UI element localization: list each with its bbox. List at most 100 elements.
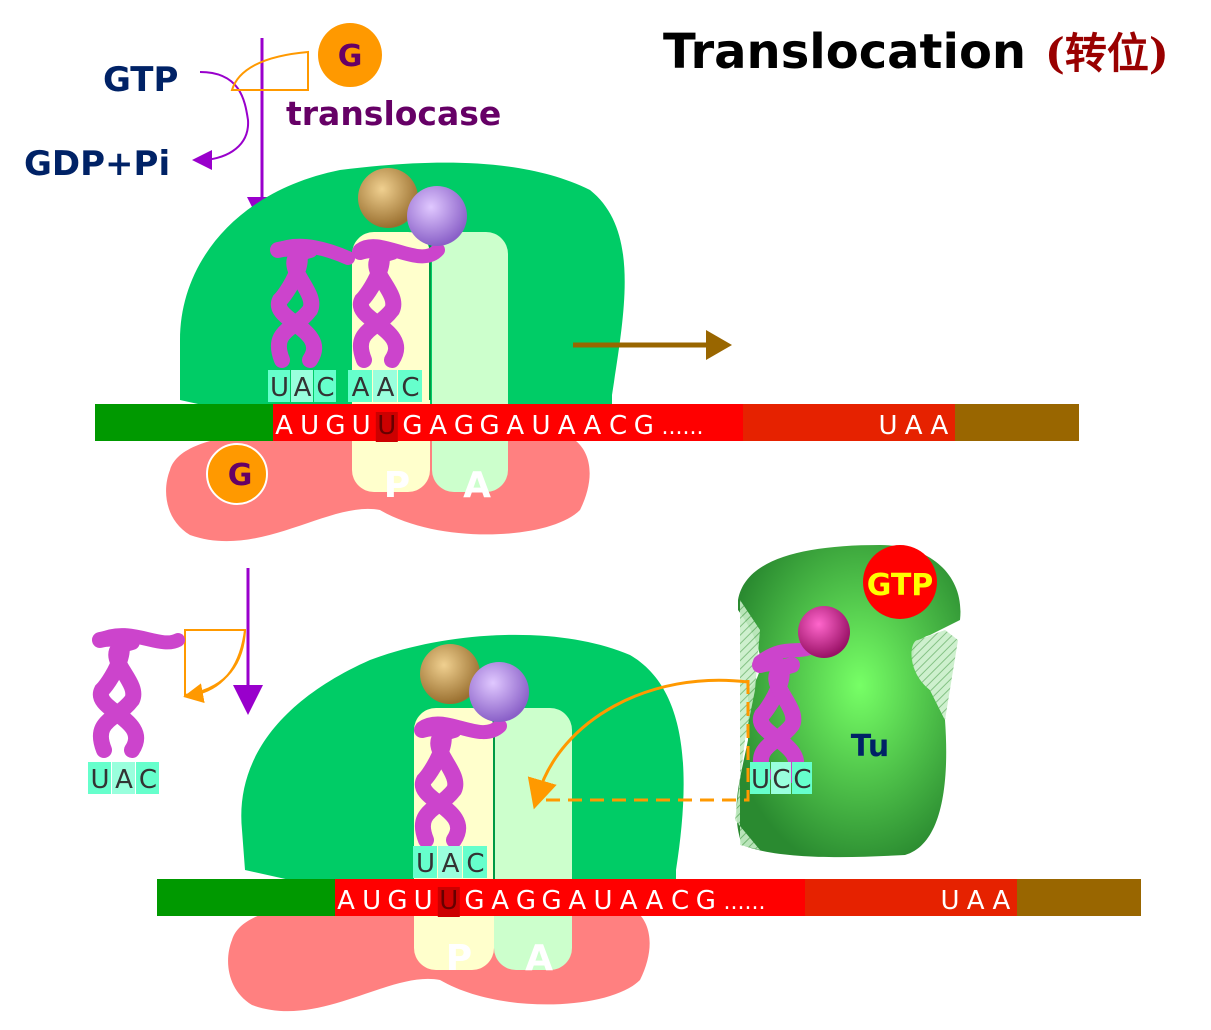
gtp-badge-icon [863,545,937,619]
codon-letter: G [634,411,654,441]
anticodon-letter: C [772,765,790,795]
codon-letter: G [696,886,716,916]
codon-letter: G [402,411,422,441]
amino-acid-2b-icon [469,662,529,722]
ef-tu-label: Tu [851,729,890,764]
stop-codon-letter: A [993,886,1011,916]
mrna-ellipsis: ...... [662,415,704,440]
codon-letter: U [300,411,319,441]
anticodon-letter: C [139,765,157,795]
codon-letter: G [454,411,474,441]
entry-arrow-icon [527,678,749,810]
page-title: Translocation [663,24,1026,80]
anticodon-letter: A [115,765,133,795]
stop-codon-letter: A [905,411,923,441]
factor-binding-arrow-icon [230,50,309,91]
mrna-5prime-bottom [157,879,335,916]
codon-letter: G [542,886,562,916]
entry-path-icon [540,680,750,802]
anticodon-letter: U [270,373,289,403]
anticodon-letter: A [442,849,460,879]
codon-letter: G [480,411,500,441]
codon-letter: U [414,886,433,916]
anticodon-letter: A [294,373,312,403]
gtp-hydrolysis-arrow-icon [192,71,250,170]
anticodon-letter: U [751,765,770,795]
gtp-label: GTP [103,60,178,100]
amino-acid-3-icon [798,606,850,658]
trna-top-left-icon [270,238,355,368]
translocase-label: translocase [286,94,501,133]
codon-letter: A [429,411,447,441]
anticodon-letter: C [316,373,334,403]
codon-letter: C [609,411,627,441]
codon-letter: A [506,411,524,441]
codon-letter: A [491,886,509,916]
codon-letter: G [516,886,536,916]
mrna-coding-top [273,404,743,441]
page-subtitle: (转位) [1045,29,1169,78]
codon-letter: G [464,886,484,916]
g-bound-label: G [228,458,253,493]
g-bound-icon [206,443,268,505]
codon-letter: U [352,411,371,441]
mrna-3prime-top [955,404,1079,441]
site-p-bottom: P [446,938,472,979]
codon-letter: G [387,886,407,916]
stop-codon-letter: U [878,411,897,441]
amino-acid-1-icon [358,168,418,228]
g-factor-icon [318,23,382,87]
gdp-pi-label: GDP+Pi [24,144,170,184]
site-p-top: P [384,465,410,506]
gtp-badge-label: GTP [867,568,934,603]
codon-letter: U [362,886,381,916]
codon-letter: A [584,411,602,441]
codon-letter: A [337,886,355,916]
trna-bottom-p-icon [414,716,507,848]
codon-letter: G [325,411,345,441]
mrna-3prime-bottom [1017,879,1141,916]
anticodon-letter: C [401,373,419,403]
movement-arrow-icon [706,330,732,360]
mrna-coding-bottom [335,879,805,916]
anticodon-letter: U [90,765,109,795]
anticodon-letter: A [352,373,370,403]
anticodon-letter: U [416,849,435,879]
codon-letter: A [568,886,586,916]
stop-codon-letter: U [940,886,959,916]
mrna-5prime-top [95,404,273,441]
codon-letter: U [377,411,396,441]
a-site-bottom [494,708,572,970]
codon-letter: U [439,886,458,916]
g-factor-label: G [338,39,363,74]
stop-codon-letter: A [931,411,949,441]
anticodon-letter: A [377,373,395,403]
anticodon-letter: C [793,765,811,795]
codon-letter: C [671,886,689,916]
anticodon-letter: C [466,849,484,879]
amino-acid-2-icon [407,186,467,246]
codon-letter: A [646,886,664,916]
released-trna-icon [92,628,185,758]
codon-letter: U [593,886,612,916]
codon-letter: U [531,411,550,441]
amino-acid-1b-icon [420,644,480,704]
a-site-top [432,232,508,492]
trna-top-right-icon [352,239,445,368]
site-a-top: A [463,465,491,506]
site-a-bottom: A [525,938,553,979]
codon-letter: A [275,411,293,441]
mrna-ellipsis: ...... [724,890,766,915]
stop-codon-letter: A [967,886,985,916]
codon-letter: A [620,886,638,916]
